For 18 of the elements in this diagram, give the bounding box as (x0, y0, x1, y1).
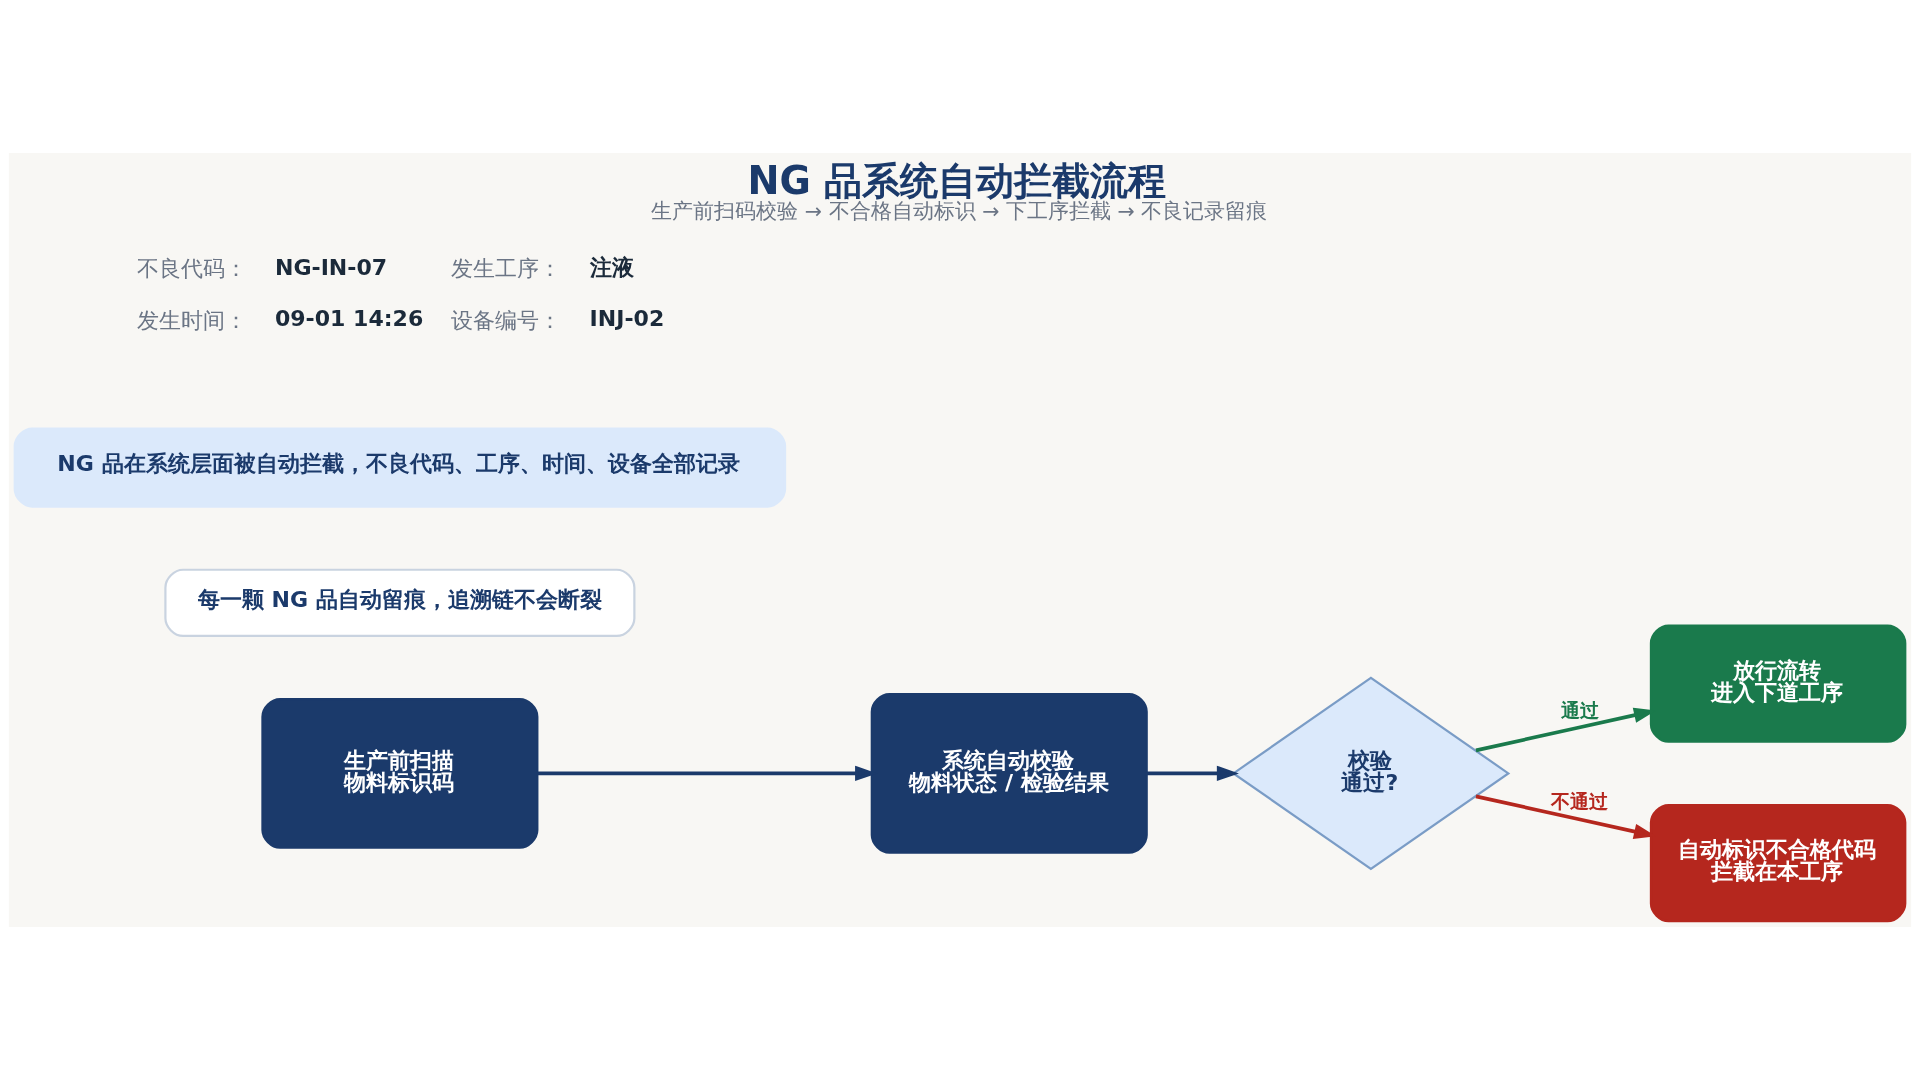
node-box: 自动标识不合格代码 拦截在本工序 (1649, 803, 1907, 923)
label: 注液 (589, 255, 634, 281)
edge-label: 不通过 (1550, 789, 1608, 813)
label: 不良代码： (136, 256, 247, 282)
node-diamond: 校验 通过? (1231, 676, 1511, 871)
node-box: NG 品在系统层面被自动拦截，不良代码、工序、时间、设备全部记录 (13, 427, 787, 508)
edge-label: 通过 (1560, 698, 1599, 722)
label: 09-01 14:26 (274, 306, 424, 332)
label: 设备编号： (451, 307, 562, 333)
label: 发生时间： (136, 307, 247, 333)
label: 发生工序： (451, 256, 562, 282)
label: INJ-02 (589, 306, 665, 332)
label: NG-IN-07 (274, 255, 388, 281)
node-box: 生产前扫描 物料标识码 (261, 698, 539, 849)
node-box: 每一颗 NG 品自动留痕，追溯链不会断裂 (164, 568, 636, 638)
arrow (1146, 765, 1239, 782)
node-box: 系统自动校验 物料状态 / 检验结果 (870, 692, 1148, 854)
node-box: 放行流转 进入下道工序 (1649, 624, 1907, 743)
